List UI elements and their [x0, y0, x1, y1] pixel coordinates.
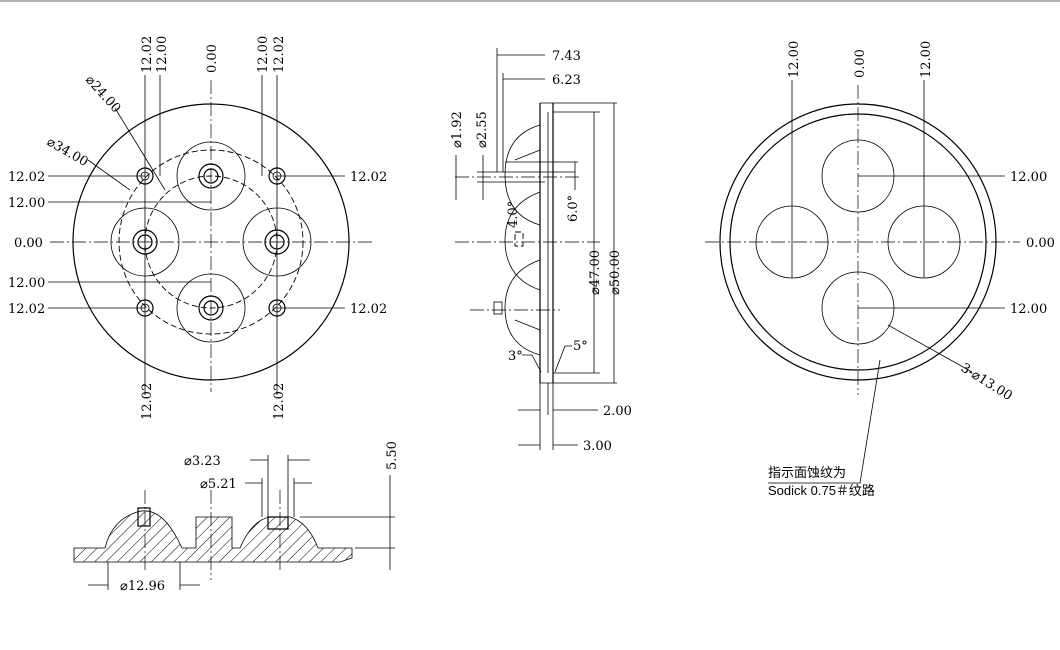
rear-right-label-1: 12.00: [1010, 170, 1047, 185]
front-top-label-1: 12.02: [140, 36, 155, 73]
front-left-label-2: 12.00: [8, 196, 45, 211]
section-pin: [137, 507, 151, 527]
rear-right-label-2: 0.00: [1026, 236, 1055, 251]
dia-1-92: ⌀1.92: [450, 111, 465, 148]
rear-view: 12.00 0.00 12.00 12.00 0.00 12.00 3-⌀13.…: [705, 41, 1055, 498]
front-top-label-2: 12.00: [155, 36, 170, 73]
side-lens-1: [504, 124, 541, 226]
front-right-label-1: 12.02: [350, 170, 387, 185]
section-body: [73, 510, 353, 563]
front-view: 12.02 12.00 0.00 12.00 12.02 12.02 12.00…: [8, 36, 387, 420]
section-height: 5.50: [385, 441, 400, 470]
dim-2: 2.00: [603, 404, 632, 419]
etch-note-line2: Sodick 0.75＃纹路: [768, 483, 875, 498]
dim-6-23: 6.23: [552, 73, 581, 88]
section-view: ⌀3.23 ⌀5.21 5.50 ⌀12.96: [73, 441, 400, 594]
rear-right-label-3: 12.00: [1010, 302, 1047, 317]
rear-lens-dia: 3-⌀13.00: [958, 361, 1015, 404]
front-top-label-4: 12.00: [256, 36, 271, 73]
dia-3-23: ⌀3.23: [184, 454, 221, 469]
side-view: 7.43 6.23 ⌀1.92 ⌀2.55 4.0° 6.0° ⌀47.00 ⌀…: [450, 48, 632, 454]
etch-note-line1: 指示面蚀纹为: [768, 465, 846, 480]
front-left-label-1: 12.02: [8, 170, 45, 185]
rear-top-label-2: 0.00: [853, 49, 868, 78]
dim-3: 3.00: [583, 439, 612, 454]
front-left-label-5: 12.02: [8, 302, 45, 317]
front-dia-24: ⌀24.00: [82, 73, 123, 117]
dia-47: ⌀47.00: [588, 250, 603, 295]
front-left-label-4: 12.00: [8, 276, 45, 291]
front-bottom-label-1: 12.02: [140, 383, 155, 420]
dia-12-96: ⌀12.96: [120, 579, 165, 594]
angle-6: 6.0°: [566, 195, 581, 222]
front-top-label-3: 0.00: [205, 44, 220, 73]
angle-5: 5°: [573, 339, 588, 354]
front-right-label-2: 12.02: [350, 302, 387, 317]
section-bore: [267, 516, 289, 530]
dia-2-55: ⌀2.55: [475, 111, 490, 148]
side-lens-3: [504, 259, 541, 356]
rear-top-label-3: 12.00: [919, 41, 934, 78]
front-top-label-5: 12.02: [272, 36, 287, 73]
front-dia-34: ⌀34.00: [44, 134, 91, 170]
rear-top-label-1: 12.00: [787, 41, 802, 78]
angle-3: 3°: [508, 349, 523, 364]
dia-50: ⌀50.00: [608, 250, 623, 295]
dia-5-21: ⌀5.21: [200, 477, 237, 492]
angle-4: 4.0°: [506, 201, 521, 228]
side-lens-2: [504, 191, 541, 291]
dim-7-43: 7.43: [552, 49, 581, 64]
front-bottom-label-2: 12.02: [272, 383, 287, 420]
front-left-label-3: 0.00: [14, 236, 43, 251]
